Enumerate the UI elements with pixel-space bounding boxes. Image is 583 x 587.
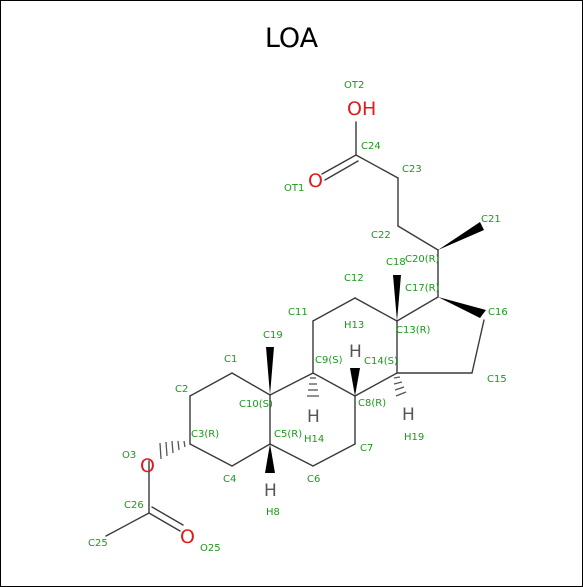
label-c21: C21 xyxy=(481,214,501,225)
label-h8: H8 xyxy=(266,507,280,518)
wedge-bonds xyxy=(266,222,486,395)
label-c7: C7 xyxy=(360,443,373,454)
acetyl-oxygen-atom: O xyxy=(180,526,195,548)
hydrogen-c14: H xyxy=(349,342,362,362)
label-c1: C1 xyxy=(224,354,237,365)
carbonyl-oxygen-atom: O xyxy=(308,170,323,192)
label-c14: C14(S) xyxy=(364,356,398,367)
label-c6: C6 xyxy=(307,474,320,485)
label-ot1: OT1 xyxy=(284,183,304,194)
label-c2: C2 xyxy=(175,384,188,395)
label-c16: C16 xyxy=(488,307,508,318)
label-o3: O3 xyxy=(122,450,136,461)
hydrogen-c5: H xyxy=(264,481,277,501)
hydrogen-c9: H xyxy=(307,407,320,427)
label-c13: C13(R) xyxy=(396,325,431,336)
h-wedges xyxy=(265,368,360,473)
label-c25: C25 xyxy=(88,538,108,549)
label-c23: C23 xyxy=(402,164,422,175)
hydrogen-c14-alpha: H xyxy=(402,405,415,425)
ring-d xyxy=(396,296,485,374)
ring-a xyxy=(189,372,271,467)
label-c22: C22 xyxy=(371,230,391,241)
label-c12: C12 xyxy=(344,273,364,284)
label-h14: H14 xyxy=(304,434,324,445)
label-h13: H13 xyxy=(344,320,364,331)
label-c8: C8(R) xyxy=(358,398,386,409)
label-c11: C11 xyxy=(288,307,308,318)
molecule-title: LOA xyxy=(264,23,319,54)
hydroxyl-atom: OH xyxy=(347,98,376,120)
hashed-bonds xyxy=(159,376,407,460)
label-c17: C17(R) xyxy=(405,283,440,294)
label-c4: C4 xyxy=(223,474,236,485)
label-c24: C24 xyxy=(361,141,381,152)
ring-c xyxy=(312,297,398,397)
label-c20: C20(R) xyxy=(405,254,440,265)
label-c5: C5(R) xyxy=(274,429,302,440)
side-chain xyxy=(321,121,439,298)
label-c15: C15 xyxy=(487,374,507,385)
label-c18: C18 xyxy=(386,257,406,268)
label-h19: H19 xyxy=(404,432,424,443)
label-c26: C26 xyxy=(124,500,144,511)
label-c10: C10(S) xyxy=(239,399,273,410)
ester-oxygen-atom: O xyxy=(140,455,155,477)
label-c19: C19 xyxy=(263,330,283,341)
label-c9: C9(S) xyxy=(315,355,343,366)
label-o25: O25 xyxy=(200,543,221,554)
label-c3: C3(R) xyxy=(191,429,219,440)
ring-b xyxy=(269,372,356,467)
acetate-group xyxy=(105,460,184,537)
atom-labels: OT2 C24 C23 OT1 C21 C22 C20(R) C18 C17(R… xyxy=(88,80,508,554)
label-ot2: OT2 xyxy=(344,80,364,91)
